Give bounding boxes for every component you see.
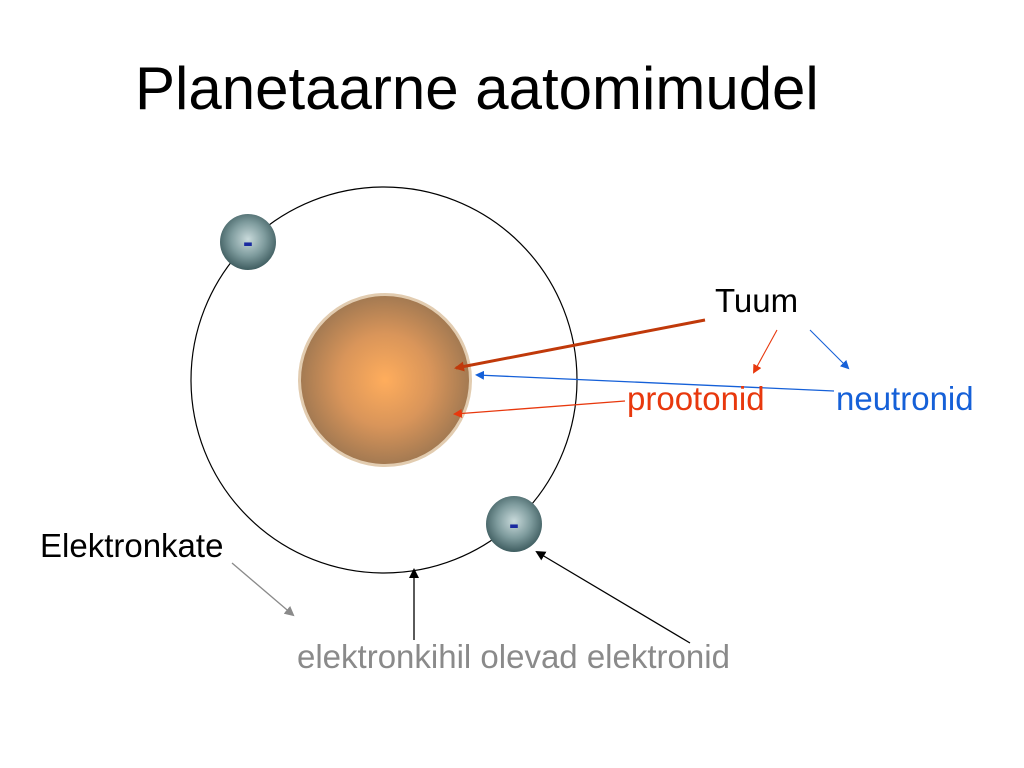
electron-bottom-sign: - (509, 508, 519, 541)
neutrons-arrow (475, 370, 835, 392)
protons-label: prootonid (627, 380, 765, 417)
nucleus-label: Tuum (715, 282, 799, 319)
neutrons-label: neutronid (836, 380, 974, 417)
shell-electrons-electron-arrow (535, 550, 691, 644)
electron-top-sign: - (243, 226, 253, 259)
electron-shell-arrow (231, 562, 295, 617)
electron-shell-label: Elektronkate (40, 527, 224, 564)
electron-top: - (220, 214, 276, 270)
nucleus-to-protons-arrow (753, 329, 778, 374)
nucleus-arrow (454, 318, 706, 372)
nucleus-core (301, 296, 469, 464)
nucleus-to-neutrons-arrow (809, 329, 850, 370)
protons-arrow (453, 400, 626, 418)
electron-bottom: - (486, 496, 542, 552)
shell-electrons-label: elektronkihil olevad elektronid (297, 638, 730, 675)
slide-title: Planetaarne aatomimudel (135, 55, 819, 122)
